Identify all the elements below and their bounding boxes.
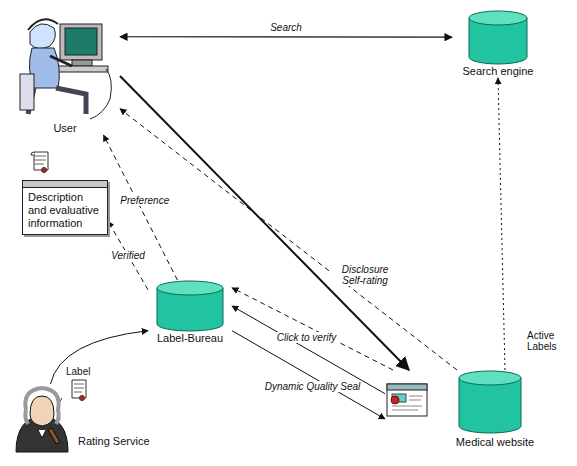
annotation-label: Active Labels xyxy=(527,330,573,352)
window-title-bar xyxy=(23,181,107,188)
edge-label: Verified xyxy=(109,250,147,261)
search-engine-database: Search engine xyxy=(452,10,544,78)
node-label: Rating Service xyxy=(70,435,150,454)
connector-arrow xyxy=(108,221,148,290)
node-label: Description and evaluative information xyxy=(23,188,107,234)
edge-label: Dynamic Quality Seal xyxy=(263,381,363,392)
annotation-label: Label xyxy=(66,366,90,377)
scroll-icon xyxy=(31,152,48,173)
connector-arrow xyxy=(104,135,178,280)
connector-arrow xyxy=(232,331,385,419)
node-illustration xyxy=(148,280,232,332)
edge-label: Search xyxy=(268,22,304,33)
connector-arrow xyxy=(120,109,457,370)
connector-arrow xyxy=(232,288,393,370)
user-figure: User xyxy=(10,4,120,135)
edge-label: Click to verify xyxy=(275,332,338,343)
edge-label: Preference xyxy=(118,195,171,206)
label-bureau-database: Label-Bureau xyxy=(148,280,232,345)
node-label: User xyxy=(10,122,120,135)
medical-website-database: Medical website xyxy=(385,370,545,449)
connector-arrow xyxy=(120,76,409,370)
connector-arrow xyxy=(120,36,452,38)
connector-arrow xyxy=(232,306,385,394)
node-label: Search engine xyxy=(452,65,544,78)
connector-arrow xyxy=(50,331,148,384)
edge-label: Disclosure Self-rating xyxy=(332,264,398,286)
node-illustration xyxy=(385,370,545,436)
node-illustration xyxy=(452,10,544,65)
rating-service-figure: Rating Service xyxy=(8,384,150,454)
description-box: Description and evaluative information xyxy=(22,180,108,235)
connector-arrow xyxy=(498,78,505,370)
node-label: Label-Bureau xyxy=(148,332,232,345)
scroll-icon xyxy=(72,380,86,401)
node-illustration xyxy=(8,384,70,454)
node-label: Medical website xyxy=(385,436,545,449)
node-illustration xyxy=(10,4,120,122)
